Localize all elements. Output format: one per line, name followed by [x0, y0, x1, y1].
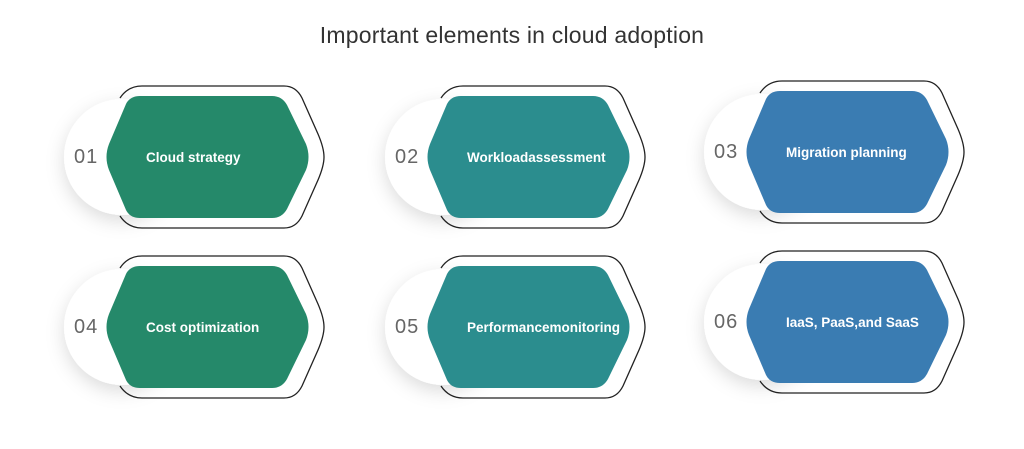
step-label-line: IaaS, PaaS,: [786, 314, 859, 330]
step-label: Cost optimization: [146, 252, 316, 402]
hexagon-shape: [746, 261, 949, 383]
diagram-title: Important elements in cloud adoption: [319, 22, 705, 48]
hexagon-outline: [440, 85, 646, 229]
hexagon-shape: [746, 91, 949, 213]
hexagon-outline: [119, 85, 325, 229]
hexagon-shape: [427, 266, 630, 388]
step-label-line: Cloud strategy: [146, 149, 241, 165]
step-number: 02: [395, 146, 420, 168]
step-label: IaaS, PaaS,and SaaS: [786, 247, 956, 397]
element-card-01: 01 Cloud strategy: [62, 82, 362, 232]
element-card-04: 04 Cost optimization: [62, 252, 362, 402]
step-number: 01: [74, 146, 99, 168]
hexagon-outline: [119, 255, 325, 399]
step-number: 04: [74, 316, 99, 338]
step-label-line: Performance: [467, 319, 550, 335]
step-label-line: Migration planning: [786, 144, 907, 160]
step-label-line: monitoring: [549, 319, 621, 335]
step-number: 03: [714, 141, 739, 163]
card-graphic: [385, 85, 646, 229]
element-card-06: 06 IaaS, PaaS,and SaaS: [702, 247, 1002, 397]
step-label: Migration planning: [786, 77, 956, 227]
hexagon-shape: [106, 96, 309, 218]
card-graphic: [704, 250, 965, 394]
step-label-line: Cost optimization: [146, 319, 260, 335]
hexagon-outline: [759, 80, 965, 224]
element-card-03: 03 Migration planning: [702, 77, 1002, 227]
step-label-line: Workload: [467, 149, 529, 165]
hexagon-shape: [427, 96, 630, 218]
card-graphic: [385, 255, 646, 399]
step-label: Cloud strategy: [146, 82, 316, 232]
card-graphic: [704, 80, 965, 224]
card-graphic: [64, 85, 325, 229]
step-number: 05: [395, 316, 420, 338]
hexagon-outline: [759, 250, 965, 394]
step-label-line: and SaaS: [858, 314, 919, 330]
step-label-line: assessment: [528, 149, 606, 165]
step-number: 06: [714, 311, 739, 333]
hexagon-outline: [440, 255, 646, 399]
card-graphic: [64, 255, 325, 399]
hexagon-shape: [106, 266, 309, 388]
